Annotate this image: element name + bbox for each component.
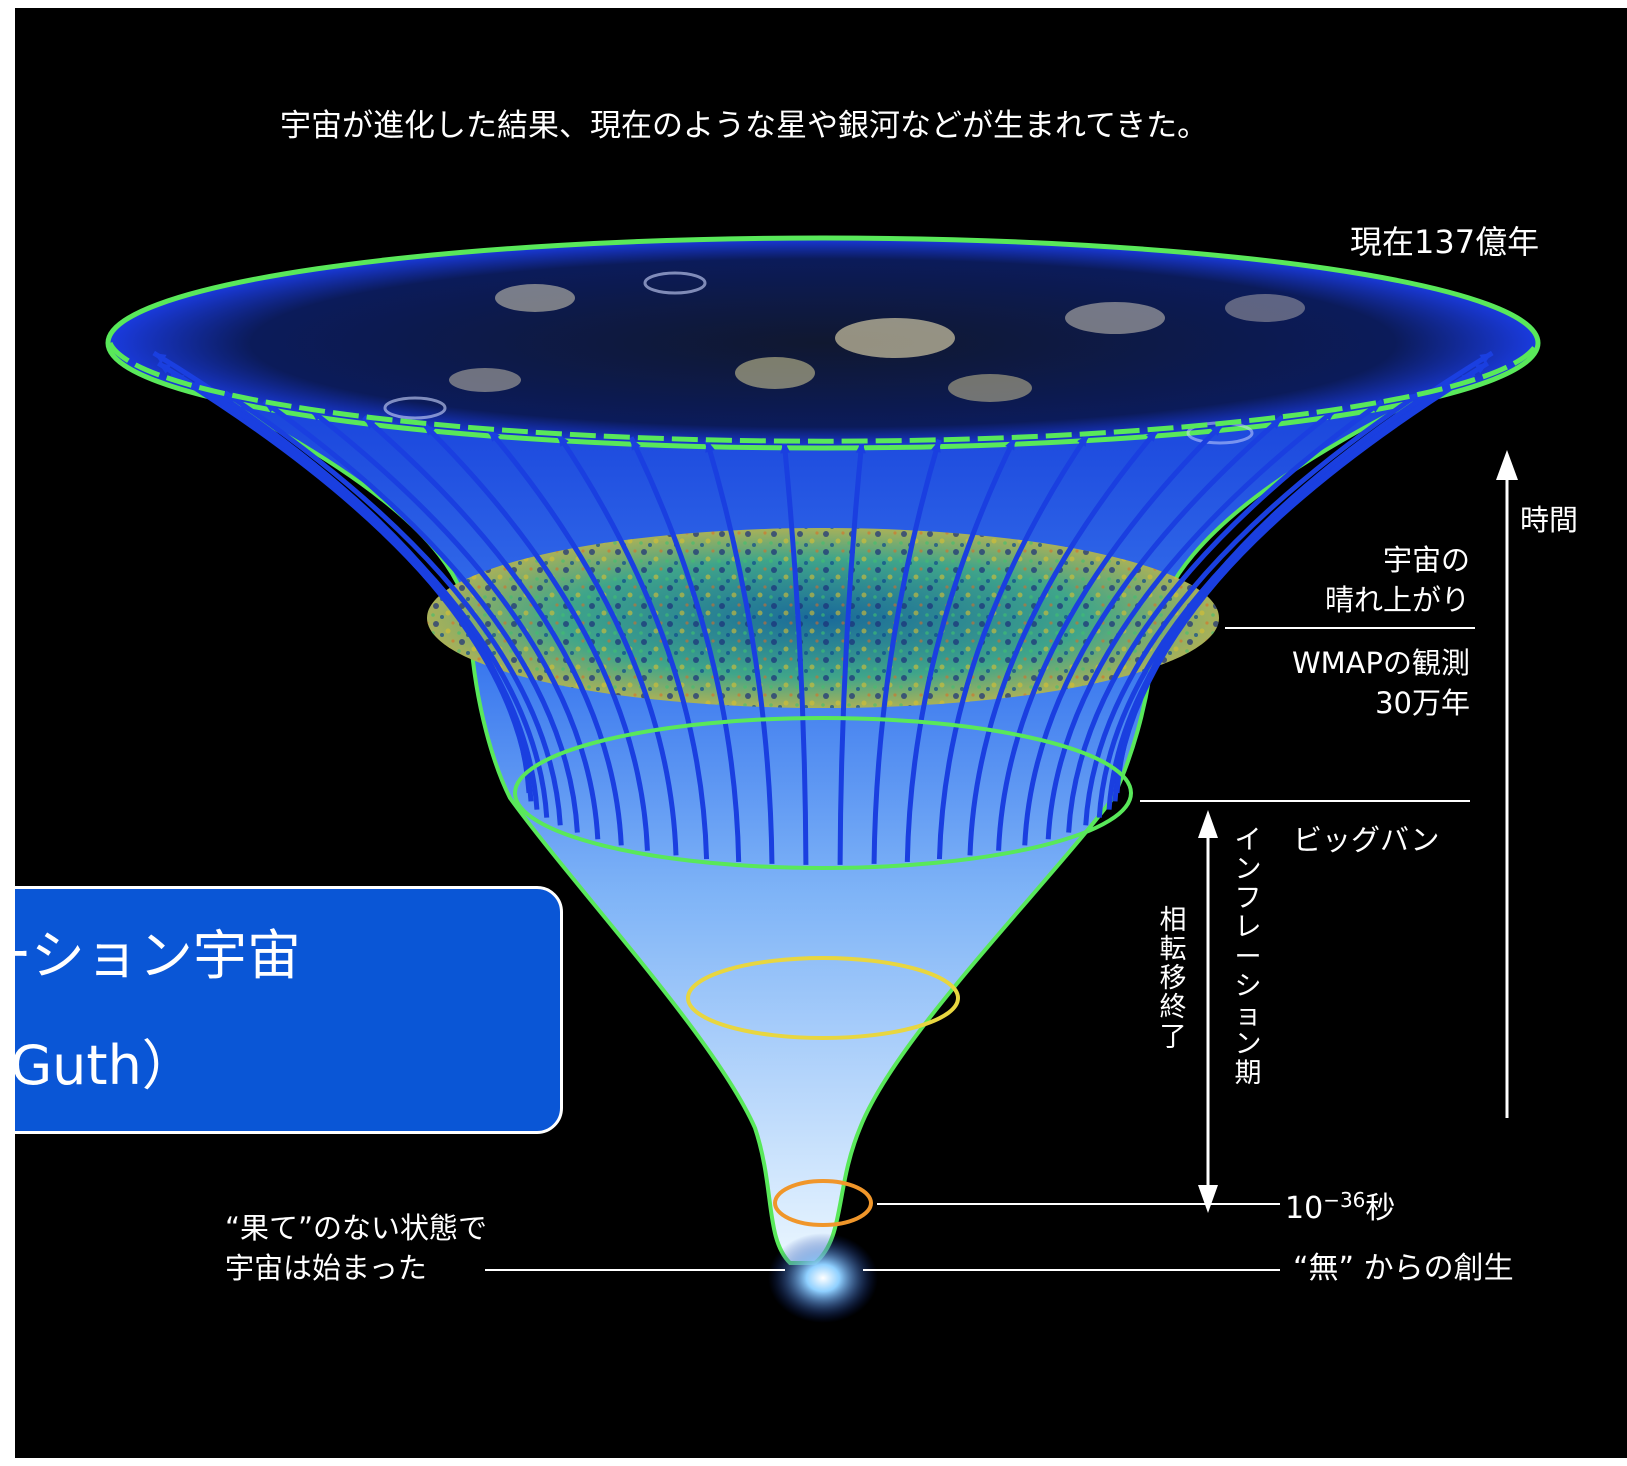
expansion-arrowhead xyxy=(1479,353,1493,364)
expansion-arrow xyxy=(1066,399,1384,833)
expansion-arrow xyxy=(262,399,580,833)
t36-label: 10−36秒 xyxy=(1285,1188,1395,1227)
inflation-period-label: インフレーション期 xyxy=(1234,825,1262,1090)
no-edge-label-1: “果て”のない状態で xyxy=(225,1211,488,1245)
inflation-universe-diagram: 宇宙が進化した結果、現在のような星や銀河などが生まれてきた。 現在137億年 時… xyxy=(15,8,1627,1458)
expansion-arrowhead xyxy=(780,441,791,454)
expansion-arrow xyxy=(837,440,865,865)
expansion-arrow xyxy=(967,427,1160,856)
expansion-arrowhead xyxy=(1005,437,1015,451)
clear-up-label-2: 晴れ上がり xyxy=(1324,583,1470,617)
expansion-arrow xyxy=(362,415,624,846)
expansion-arrowhead xyxy=(423,423,436,436)
expansion-arrowhead xyxy=(1269,417,1283,429)
callout-line-2: . Guth） xyxy=(15,1034,196,1097)
expansion-arrow xyxy=(996,421,1225,851)
expansion-arrow xyxy=(486,427,679,856)
inflation-theory-callout: ーション宇宙 . Guth） xyxy=(15,886,563,1134)
expansion-arrow xyxy=(170,371,540,810)
no-edge-label-2: 宇宙は始まった xyxy=(225,1251,427,1285)
expansion-arrowhead xyxy=(631,437,641,451)
expansion-arrowhead xyxy=(153,353,167,364)
expansion-arrow xyxy=(421,421,650,851)
funnel-graphic xyxy=(105,235,1541,1323)
present-universe-disk xyxy=(105,235,1541,451)
expansion-arrow xyxy=(871,439,942,864)
expansion-arrow xyxy=(308,407,601,840)
expansion-arrowhead xyxy=(1077,433,1089,447)
expansion-arrow xyxy=(1083,390,1423,826)
header-caption: 宇宙が進化した結果、現在のような星や銀河などが生まれてきた。 xyxy=(280,108,1209,144)
t36-base: 10 xyxy=(1285,1191,1324,1226)
big-bang-label: ビッグバン xyxy=(1293,823,1440,857)
phase-transition-end-label: 相転移終了 xyxy=(1159,905,1187,1053)
expansion-arrow xyxy=(628,436,742,863)
expansion-arrow xyxy=(1022,415,1284,846)
wmap-label-2: 30万年 xyxy=(1375,686,1470,720)
phase-transition-ring xyxy=(686,956,960,1040)
expansion-arrow xyxy=(704,439,775,864)
galaxy-icons xyxy=(383,271,1305,445)
expansion-arrowhead xyxy=(158,363,172,374)
expansion-arrow xyxy=(936,432,1091,860)
bigbang-ring xyxy=(513,716,1133,870)
expansion-arrowhead xyxy=(171,373,185,384)
expansion-arrow xyxy=(1114,350,1494,794)
expansion-arrows xyxy=(152,350,1494,865)
expansion-arrowhead xyxy=(705,439,716,453)
inflation-start-ring xyxy=(773,1179,873,1227)
expansion-arrowhead xyxy=(488,429,500,442)
expansion-arrow xyxy=(555,432,710,860)
expansion-arrow xyxy=(1045,407,1338,840)
expansion-arrowhead xyxy=(1474,363,1488,374)
expansion-arrow xyxy=(223,390,563,826)
time-label: 時間 xyxy=(1520,503,1579,537)
expansion-arrowhead xyxy=(1210,423,1223,436)
present-label: 現在137億年 xyxy=(1350,223,1540,261)
time-axis-arrowhead xyxy=(1496,450,1518,480)
expansion-arrow xyxy=(904,436,1018,863)
creation-label: “無” からの創生 xyxy=(1293,1251,1514,1286)
expansion-arrowhead xyxy=(1146,429,1158,442)
expansion-arrowhead xyxy=(363,417,377,429)
expansion-arrow xyxy=(781,440,809,865)
expansion-arrow xyxy=(192,381,550,818)
t36-exponent: −36 xyxy=(1323,1188,1366,1212)
t36-unit: 秒 xyxy=(1365,1191,1396,1226)
origin-glow xyxy=(768,1233,878,1323)
callout-line-1: ーション宇宙 xyxy=(15,924,301,987)
clear-up-label-1: 宇宙の xyxy=(1382,543,1470,577)
expansion-arrowhead xyxy=(557,433,569,447)
expansion-arrowhead xyxy=(855,441,866,454)
wmap-label-1: WMAPの観測 xyxy=(1291,646,1470,680)
expansion-arrowhead xyxy=(930,439,941,453)
